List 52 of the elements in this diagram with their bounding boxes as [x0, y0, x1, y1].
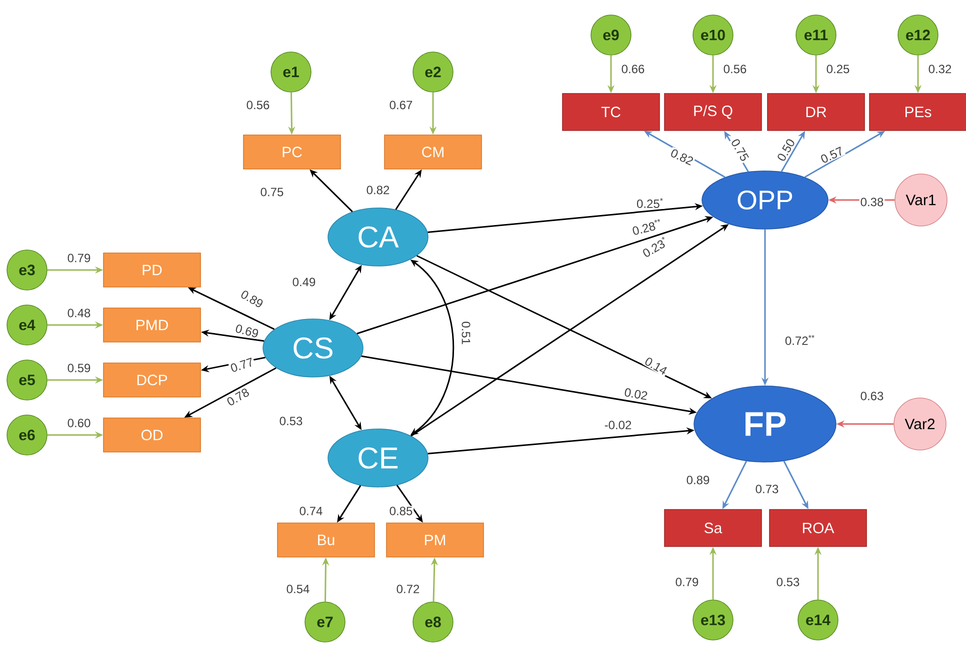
indicator-box: PC — [243, 134, 341, 170]
edge-label: 0.48 — [66, 308, 92, 318]
indicator-box: DR — [767, 93, 865, 131]
indicator-box: PD — [103, 252, 201, 288]
edge-label: 0.56 — [245, 100, 271, 110]
edge-label: 0.72$^{**}$ — [784, 334, 816, 346]
indicator-box: OD — [103, 418, 201, 452]
edge-label: 0.66 — [620, 64, 646, 74]
edge-label: 0.89 — [238, 288, 266, 310]
edge-label: 0.57 — [818, 144, 846, 166]
edge-label: 0.89 — [685, 474, 711, 486]
edge-label: 0.75 — [259, 186, 285, 198]
indicator-box: PM — [386, 522, 484, 558]
indicator-box: PMD — [103, 308, 201, 342]
edge-label: 0.67 — [388, 100, 414, 110]
edge-label: 0.60 — [66, 418, 92, 428]
indicator-box: P/S Q — [664, 93, 762, 131]
edge-label: 0.82 — [668, 146, 696, 168]
edge-label: 0.79 — [674, 576, 700, 588]
edge-label: 0.38 — [859, 196, 885, 208]
edge-label: 0.63 — [859, 390, 885, 402]
edge-label: 0.14 — [642, 355, 670, 377]
edge-label: 0.25 — [825, 64, 851, 74]
edge-label: 0.77 — [228, 356, 256, 374]
edge-label: 0.32 — [927, 64, 953, 74]
edge-label: 0.49 — [291, 276, 317, 288]
edge-label: 0.69 — [233, 322, 261, 340]
edge-label: 0.85 — [388, 506, 414, 516]
edge-label: 0.78 — [224, 386, 252, 408]
indicator-box: Bu — [277, 522, 375, 558]
edge-label: 0.23$^{*}$ — [639, 234, 671, 260]
edge-label: 0.73 — [754, 484, 780, 494]
edge-label: -0.02 — [603, 420, 633, 430]
indicator-box: ROA — [769, 509, 867, 547]
edge-label: 0.02 — [622, 386, 650, 402]
edge-label: 0.28$^{**}$ — [630, 217, 664, 237]
indicator-box: CM — [384, 134, 482, 170]
edge-label: 0.56 — [722, 64, 748, 74]
edge-label: 0.51 — [460, 320, 472, 346]
edge-label: 0.53 — [775, 576, 801, 588]
edge-label: 0.74 — [298, 506, 324, 516]
indicator-box: PEs — [869, 93, 966, 131]
edge-label: 0.82 — [365, 184, 391, 196]
indicator-box: Sa — [664, 509, 762, 547]
indicator-box: TC — [562, 93, 660, 131]
edge-label: 0.59 — [66, 362, 92, 374]
edge-label: 0.79 — [66, 252, 92, 264]
indicator-box: DCP — [103, 362, 201, 398]
edge-label: 0.25$^{*}$ — [636, 197, 664, 209]
edge-label: 0.53 — [278, 416, 304, 426]
edge-label: 0.72 — [395, 584, 421, 594]
edge-label: 0.54 — [285, 584, 311, 594]
